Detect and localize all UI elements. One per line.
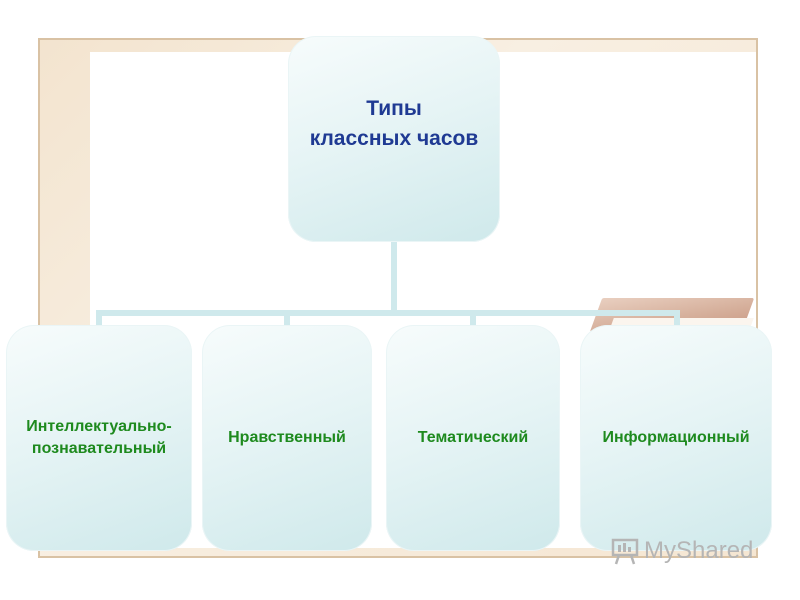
connector-child-1 bbox=[96, 310, 102, 326]
connector-child-4 bbox=[674, 310, 680, 326]
child-node-label: Нравственный bbox=[228, 427, 346, 449]
watermark: MyShared bbox=[610, 536, 753, 566]
connector-horizontal-bar bbox=[96, 310, 680, 316]
connector-child-2 bbox=[284, 310, 290, 326]
child-node-informational: Информационный bbox=[580, 325, 772, 551]
child-node-thematic: Тематический bbox=[386, 325, 560, 551]
child-node-label: Интеллектуально- познавательный bbox=[26, 416, 172, 460]
child-node-label: Информационный bbox=[602, 427, 749, 449]
presentation-board-icon bbox=[611, 538, 639, 565]
child-node-line: Тематический bbox=[417, 429, 529, 446]
root-node-label: Типы классных часов bbox=[310, 94, 479, 154]
root-node-line-1: Типы bbox=[366, 97, 422, 120]
watermark-text: MyShared bbox=[644, 537, 754, 564]
child-node-line: Интеллектуально- bbox=[26, 418, 172, 435]
root-node-line-2: классных часов bbox=[309, 127, 479, 150]
root-node: Типы классных часов bbox=[288, 36, 500, 242]
child-node-line: Нравственный bbox=[228, 429, 346, 446]
child-node-label: Тематический bbox=[418, 427, 528, 449]
connector-child-3 bbox=[470, 310, 476, 326]
child-node-line: познавательный bbox=[31, 440, 167, 457]
child-node-moral: Нравственный bbox=[202, 325, 372, 551]
child-node-line: Информационный bbox=[602, 429, 750, 446]
child-node-intellectual: Интеллектуально- познавательный bbox=[6, 325, 192, 551]
connector-root-stem bbox=[391, 242, 397, 314]
